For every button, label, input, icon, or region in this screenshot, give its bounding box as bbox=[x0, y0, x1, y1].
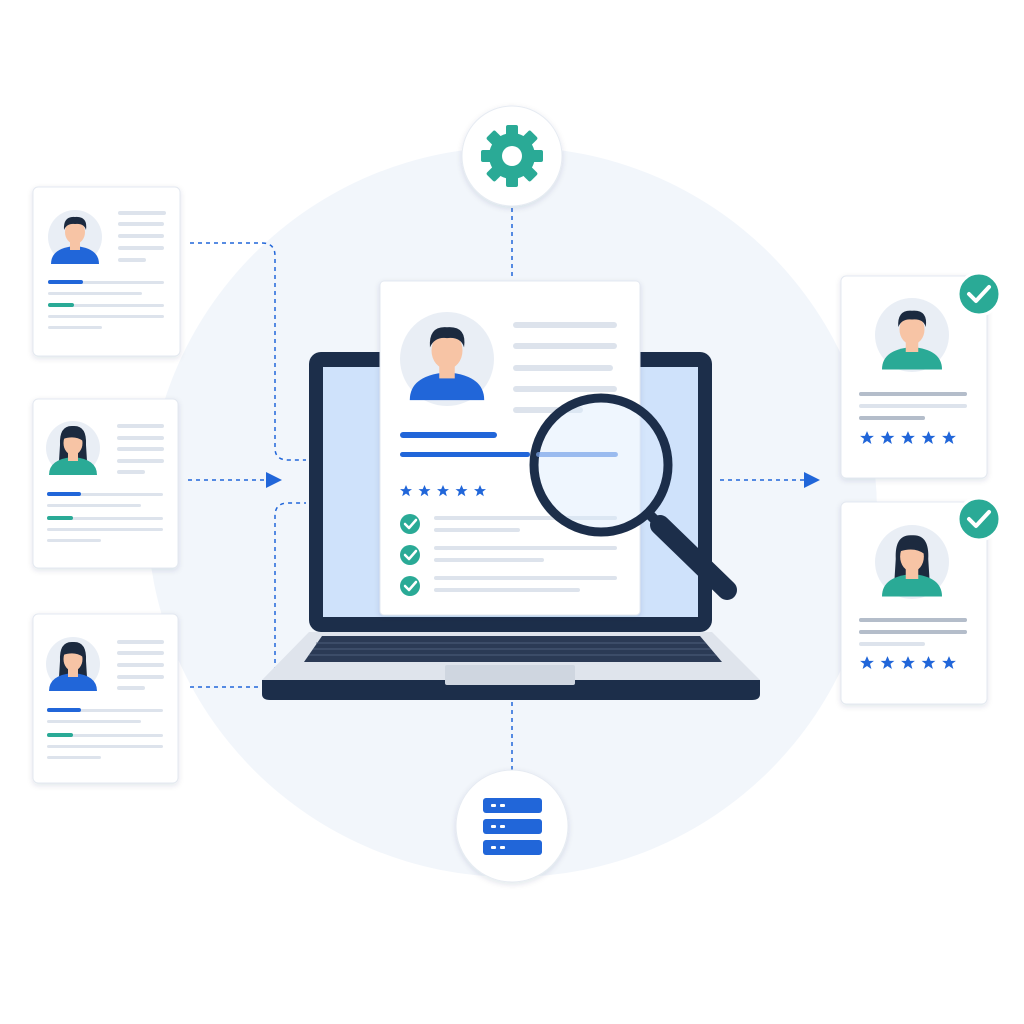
input-profile-card bbox=[32, 186, 181, 357]
shortlisted-profile-card bbox=[840, 271, 1002, 479]
magnifying-glass-icon bbox=[529, 393, 737, 600]
arrow-into-laptop-icon bbox=[266, 472, 282, 488]
server-database-icon bbox=[483, 798, 542, 855]
check-circle-icon bbox=[400, 514, 420, 534]
check-circle-icon bbox=[956, 271, 1002, 317]
input-profile-card bbox=[32, 398, 179, 569]
gear-icon bbox=[481, 125, 543, 187]
checklist bbox=[400, 514, 420, 596]
check-circle-icon bbox=[400, 576, 420, 596]
input-profile-card bbox=[32, 613, 179, 784]
arrow-to-shortlist-icon bbox=[804, 472, 820, 488]
server-badge bbox=[455, 769, 569, 883]
connector-lines bbox=[188, 208, 806, 770]
check-circle-icon bbox=[400, 545, 420, 565]
check-circle-icon bbox=[956, 496, 1002, 542]
gear-badge bbox=[461, 105, 563, 207]
shortlisted-profile-card bbox=[840, 496, 1002, 705]
